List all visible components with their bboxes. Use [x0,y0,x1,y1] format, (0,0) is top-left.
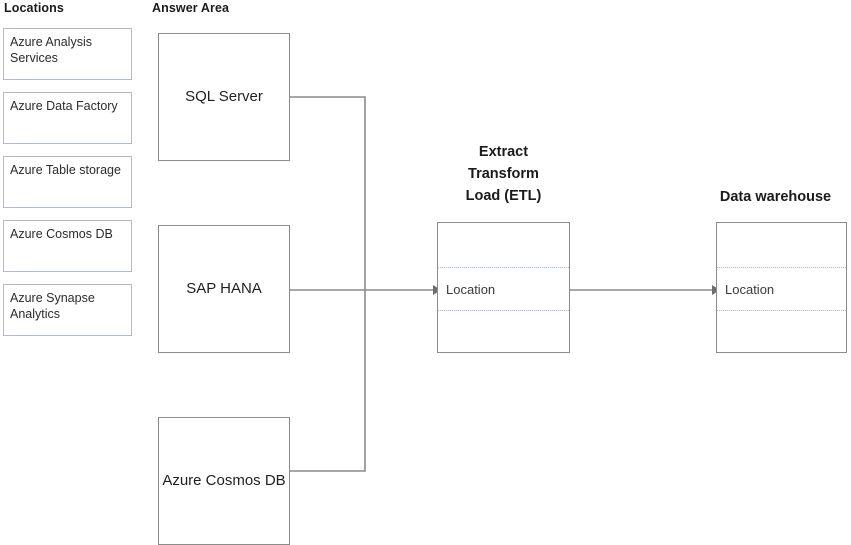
answer-area-column-header: Answer Area [152,1,230,15]
etl-caption: Extract Transform Load (ETL) [437,141,570,207]
list-item-label: Azure Synapse Analytics [10,291,95,321]
locations-column-header: Locations [4,1,64,15]
etl-row-label: Location [446,281,496,297]
list-item-label: Azure Cosmos DB [10,227,113,241]
etl-table-box: Location [437,222,570,353]
list-item-label: Azure Analysis Services [10,35,92,65]
list-item[interactable]: Azure Analysis Services [3,28,132,80]
list-item[interactable]: Azure Data Factory [3,92,132,144]
etl-caption-line-2: Transform [468,166,539,182]
answer-box-label: Azure Cosmos DB [162,472,286,489]
answer-box-sap-hana[interactable]: SAP HANA [158,225,290,353]
list-item-label: Azure Table storage [10,163,121,177]
list-item-label: Azure Data Factory [10,99,118,113]
data-warehouse-table-box: Location [716,222,847,353]
list-item[interactable]: Azure Cosmos DB [3,220,132,272]
locations-list: Azure Analysis Services Azure Data Facto… [3,28,132,348]
etl-caption-line-1: Extract [478,144,529,160]
list-item[interactable]: Azure Synapse Analytics [3,284,132,336]
answer-box-label: SAP HANA [186,280,262,297]
answer-box-azure-cosmos-db[interactable]: Azure Cosmos DB [158,417,290,545]
etl-table-row: Location [438,267,569,311]
list-item[interactable]: Azure Table storage [3,156,132,208]
data-warehouse-table-row: Location [717,267,846,311]
answer-box-sql-server[interactable]: SQL Server [158,33,290,161]
etl-caption-line-3: Load (ETL) [465,188,542,204]
answer-box-label: SQL Server [185,88,263,105]
data-warehouse-row-label: Location [725,281,775,297]
data-warehouse-caption: Data warehouse [719,189,832,205]
